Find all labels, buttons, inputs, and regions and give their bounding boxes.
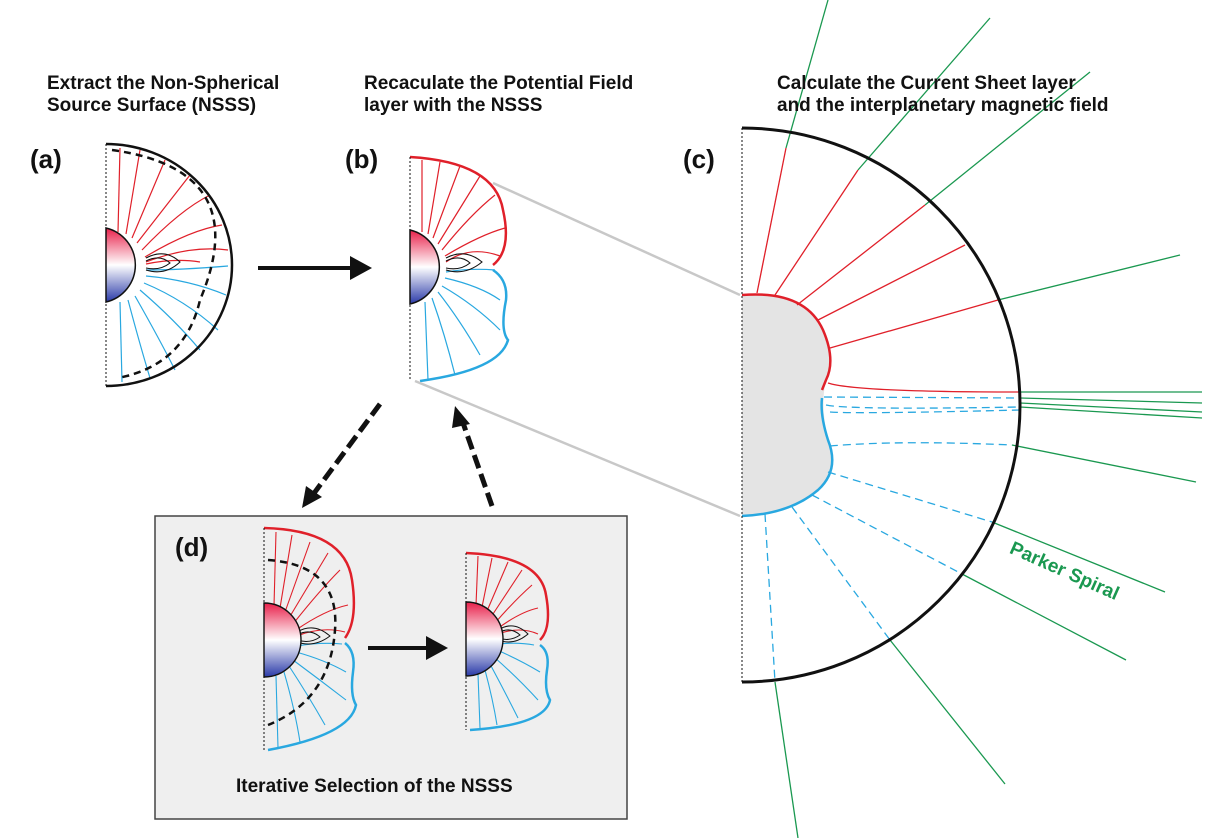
panel-c-nsss-south (741, 397, 834, 518)
panel-b-nsss-north (409, 155, 508, 266)
panel-c-inner-nsss-region (742, 294, 833, 516)
panel-c-blue-field-lines (764, 396, 1021, 683)
zoom-connector-top (492, 181, 741, 297)
panel-a-caption-line-1: Extract the Non-Spherical (47, 73, 280, 94)
panel-a-source-surface (105, 142, 234, 388)
panel-b-red-field-lines (421, 160, 506, 263)
panel-d-box (154, 515, 628, 820)
panel-b-sun (409, 229, 441, 305)
panel-d-figure-right (465, 551, 552, 732)
panel-b-caption: Recaculate the Potential Field layer wit… (364, 73, 633, 117)
panel-a-caption: Extract the Non-Spherical Source Surface… (47, 73, 279, 117)
arrow-d-to-b (459, 419, 495, 507)
arrow-b-to-d (309, 402, 383, 498)
panel-c-red-field-lines (756, 147, 1021, 393)
panel-d-figure-left (263, 526, 358, 752)
panel-b-blue-field-lines (424, 268, 501, 381)
panel-a-label: (a) (30, 144, 62, 174)
panel-d-caption: Iterative Selection of the NSSS (236, 776, 513, 797)
panel-b-figure (409, 155, 510, 383)
panel-c-figure (741, 0, 1203, 838)
panel-c-caption: Calculate the Current Sheet layer and th… (777, 73, 1109, 117)
panel-c-label: (c) (683, 144, 715, 174)
panel-c-nsss-north (741, 293, 832, 391)
panel-a-nsss-dashed (111, 148, 217, 380)
panel-b-label: (b) (345, 144, 379, 174)
panel-c-caption-line-1: Calculate the Current Sheet layer (777, 73, 1076, 94)
panel-a-sun (105, 227, 137, 303)
panel-a-figure (105, 142, 234, 388)
zoom-connector-bottom (414, 379, 741, 518)
panel-c-caption-line-2: and the interplanetary magnetic field (777, 95, 1109, 116)
panel-b-nsss-south (419, 268, 510, 383)
panel-a-caption-line-2: Source Surface (NSSS) (47, 95, 257, 116)
panel-a-red-field-lines (117, 147, 229, 265)
panel-b-caption-line-1: Recaculate the Potential Field (364, 73, 634, 94)
panel-b-caption-line-2: layer with the NSSS (364, 95, 543, 116)
panel-d-label: (d) (175, 532, 209, 562)
panel-c-parker-spiral-lines (774, 0, 1203, 838)
panel-c-outer-boundary (741, 126, 1022, 684)
panel-a-blue-field-lines (119, 265, 229, 383)
